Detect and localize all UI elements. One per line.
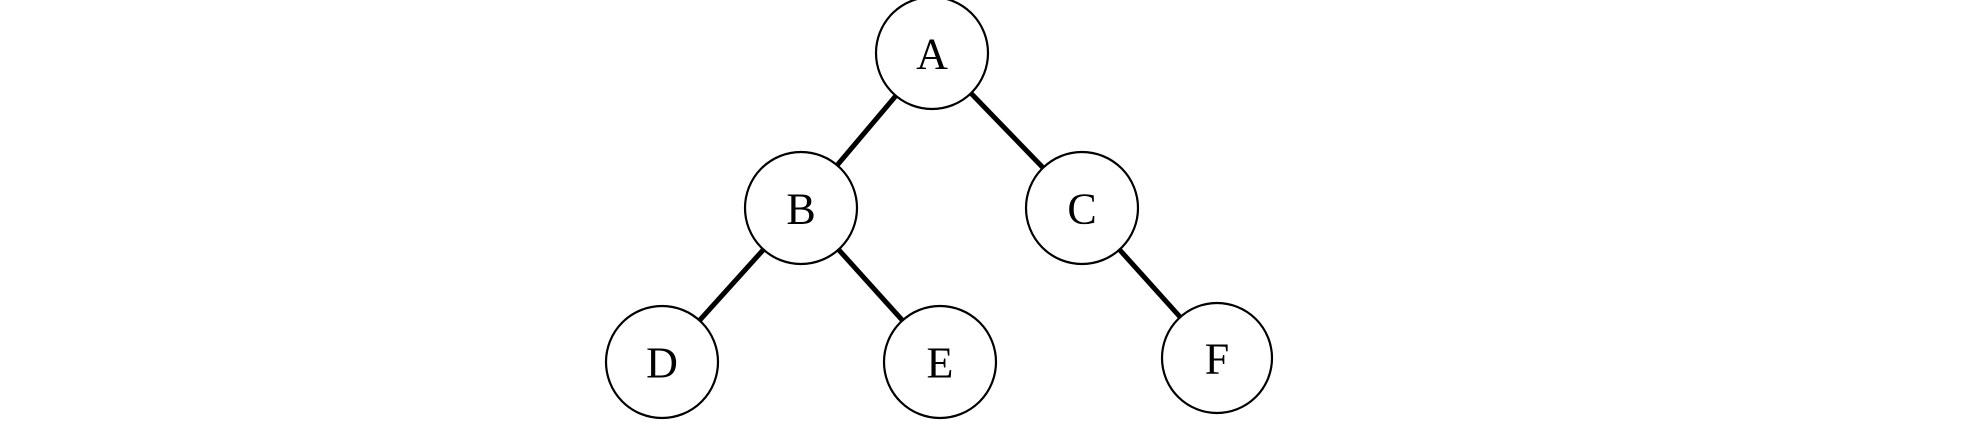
- tree-node-f[interactable]: F: [1160, 301, 1274, 415]
- node-label-a: A: [916, 30, 948, 79]
- tree-node-c[interactable]: C: [1024, 150, 1140, 266]
- tree-node-a[interactable]: A: [874, 0, 990, 111]
- node-circle-f[interactable]: [1160, 301, 1274, 415]
- tree-node-b[interactable]: B: [743, 150, 859, 266]
- tree-edge-a-c: [968, 90, 1046, 171]
- node-circle-a[interactable]: [874, 0, 990, 111]
- node-circle-b[interactable]: [743, 150, 859, 266]
- node-circle-e[interactable]: [882, 304, 998, 420]
- tree-edge-c-f: [1116, 247, 1183, 320]
- tree-edge-b-e: [835, 247, 906, 323]
- node-label-c: C: [1067, 185, 1096, 234]
- edge-layer: [696, 90, 1183, 323]
- node-label-f: F: [1205, 335, 1229, 384]
- node-circle-d[interactable]: [604, 304, 720, 420]
- tree-edge-b-d: [696, 247, 767, 323]
- node-label-e: E: [927, 339, 954, 388]
- node-circle-c[interactable]: [1024, 150, 1140, 266]
- tree-node-e[interactable]: E: [882, 304, 998, 420]
- tree-node-d[interactable]: D: [604, 304, 720, 420]
- node-label-d: D: [646, 339, 678, 388]
- tree-edge-a-b: [834, 93, 899, 168]
- node-label-b: B: [786, 185, 815, 234]
- node-layer: A B C D E F: [604, 0, 1274, 420]
